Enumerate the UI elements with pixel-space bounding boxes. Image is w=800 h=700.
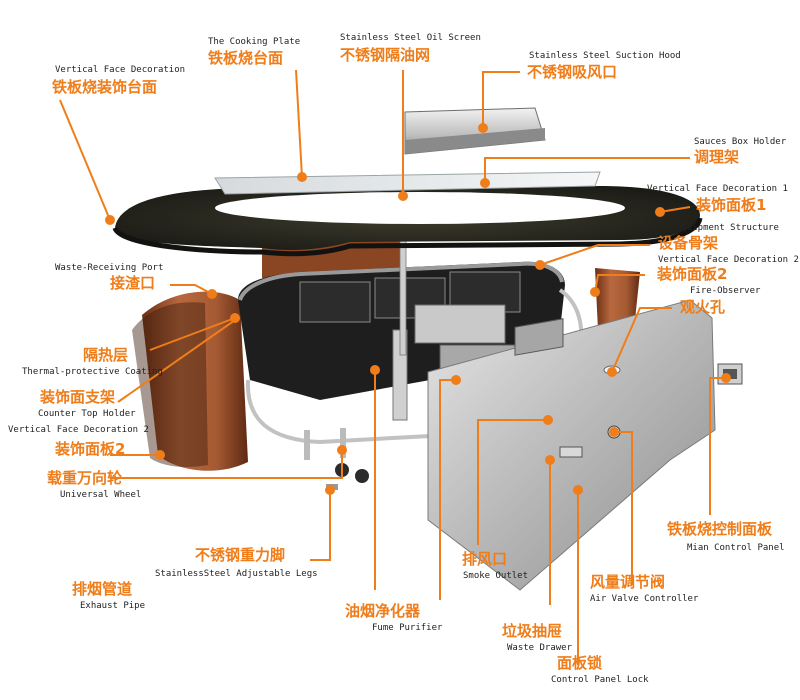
countertop-edge	[112, 217, 703, 257]
compartment-1	[299, 281, 371, 323]
vfd1-en: Vertical Face Decoration 1	[647, 184, 788, 194]
waste-receiving-port-en: Waste-Receiving Port	[55, 263, 164, 273]
left-wood-panel	[142, 291, 248, 471]
oil-screen-en: Stainless Steel Oil Screen	[340, 33, 481, 43]
waste-drawer-zh: 垃圾抽屉	[502, 622, 563, 640]
vfd1-zh: 装饰面板1	[696, 196, 767, 214]
adjustable-legs-zh: 不锈钢重力脚	[195, 546, 286, 564]
vertical-face-decoration-en: Vertical Face Decoration	[55, 65, 186, 75]
leader-dots	[105, 123, 731, 495]
air-valve-controller-en: Air Valve Controller	[590, 594, 699, 604]
fume-purifier-zh: 油烟净化器	[345, 602, 421, 620]
fire-observer-zh: 观火孔	[680, 298, 726, 316]
universal-wheel-en: Universal Wheel	[60, 490, 142, 500]
exhaust-pipe-zh: 排烟管道	[72, 580, 133, 598]
countertop-opening	[215, 192, 625, 224]
universal-wheel-zh: 载重万向轮	[47, 469, 123, 487]
fume-purifier-en: Fume Purifier	[372, 623, 443, 633]
control-panel-screen	[723, 369, 737, 379]
counter-top-holder-zh: 装饰面支架	[40, 388, 116, 406]
vfd2-right-en: Vertical Face Decoration 2	[658, 255, 799, 265]
cooking-plate-en: The Cooking Plate	[208, 37, 301, 47]
leader-lines	[59, 69, 726, 665]
control-panel-lock-en: Control Panel Lock	[551, 675, 649, 685]
main-control-panel-en: Mian Control Panel	[687, 543, 785, 553]
waste-receiving-port-zh: 接渣口	[110, 274, 156, 292]
air-valve-controller-zh: 风量调节阀	[590, 573, 666, 591]
smoke-outlet-en: Smoke Outlet	[463, 571, 529, 581]
left-wood-panel-inner	[132, 302, 208, 468]
thermal-coating-en: Thermal-protective Coating	[22, 367, 163, 377]
suction-hood-en: Stainless Steel Suction Hood	[529, 51, 681, 61]
fire-observer-en: Fire-Observer	[690, 286, 761, 296]
smoke-outlet-box	[514, 318, 564, 356]
thermal-coating-zh: 隔热层	[83, 346, 129, 364]
front-panel	[427, 299, 716, 591]
leg-1	[304, 430, 310, 460]
vfd2-right-zh: 装饰面板2	[657, 265, 728, 283]
vertical-face-decoration-zh: 铁板烧装饰台面	[52, 78, 158, 96]
smoke-outlet-zh: 排风口	[462, 550, 508, 568]
suction-hood-zh: 不锈钢吸风口	[527, 63, 618, 81]
fume-purifier-box	[414, 304, 506, 344]
sauces-box-holder-en: Sauces Box Holder	[694, 137, 787, 147]
equipment-structure-en: Equipment Structure	[676, 223, 779, 233]
leg-2	[340, 428, 346, 458]
oil-screen-zh: 不锈钢隔油网	[340, 46, 431, 64]
body-top-rim	[238, 261, 564, 301]
cooking-plate-zh: 铁板烧台面	[208, 49, 284, 67]
adjustable-legs-en: StainlessSteel Adjustable Legs	[155, 569, 318, 579]
vfd2-left-zh: 装饰面板2	[55, 440, 126, 458]
main-control-panel-zh: 铁板烧控制面板	[667, 520, 773, 538]
control-panel-lock-zh: 面板锁	[557, 654, 603, 672]
sauces-box-holder-zh: 调理架	[694, 148, 740, 166]
exhaust-pipe-en: Exhaust Pipe	[80, 601, 146, 611]
suction-hood-front	[405, 128, 545, 154]
waste-drawer-en: Waste Drawer	[507, 643, 573, 653]
counter-top-holder-en: Counter Top Holder	[38, 409, 136, 419]
equipment-structure-zh: 设备骨架	[658, 234, 719, 252]
cooking-plate	[214, 171, 601, 195]
waste-drawer-handle	[559, 446, 583, 458]
vfd2-left-en: Vertical Face Decoration 2	[8, 425, 149, 435]
wheel-2	[355, 469, 369, 483]
